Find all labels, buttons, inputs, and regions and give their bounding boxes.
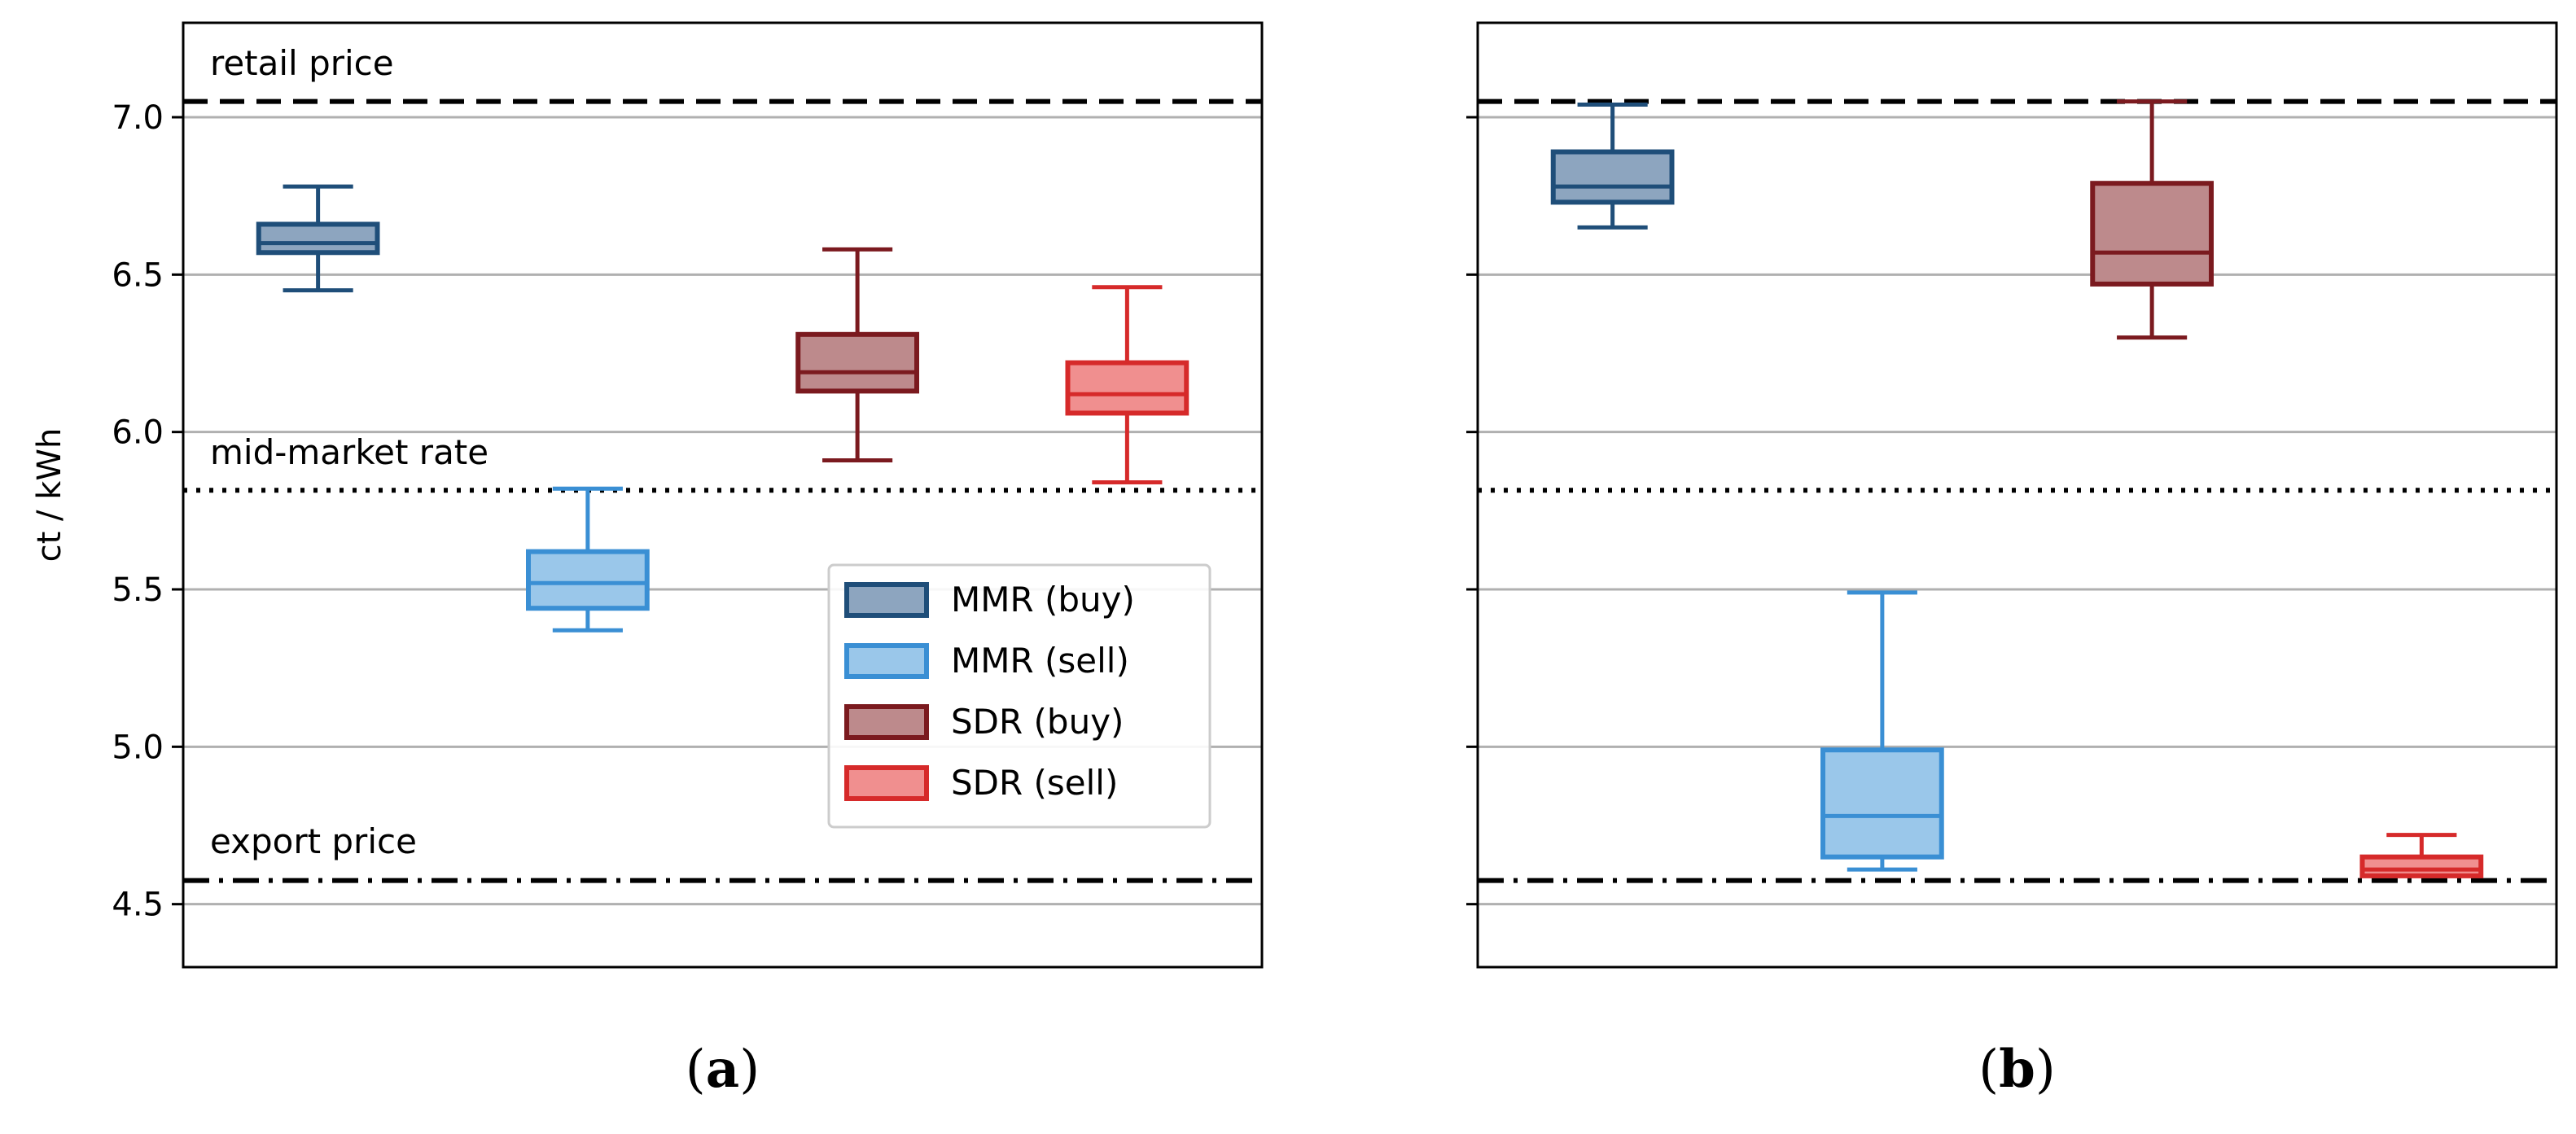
box-2 xyxy=(526,486,650,633)
y-tick-label: 6.0 xyxy=(112,414,164,452)
box-body xyxy=(1550,149,1675,205)
legend-swatch xyxy=(844,643,929,679)
legend-swatch xyxy=(844,765,929,801)
y-axis-label: ct / kWh xyxy=(31,428,68,563)
box-4 xyxy=(2359,833,2484,878)
panel-caption: (a) xyxy=(686,1039,760,1100)
box-body xyxy=(2359,854,2484,878)
legend-swatch xyxy=(844,704,929,740)
box-body xyxy=(1820,747,1944,860)
y-tick-label: 4.5 xyxy=(112,887,164,924)
box-3 xyxy=(2090,99,2214,340)
ref-line-label: export price xyxy=(210,821,417,861)
ref-line-label: retail price xyxy=(210,43,394,83)
legend-label: SDR (buy) xyxy=(951,702,1124,742)
box-4 xyxy=(1065,285,1189,485)
box-1 xyxy=(1550,103,1675,230)
legend-label: MMR (buy) xyxy=(951,580,1135,620)
legend-label: MMR (sell) xyxy=(951,641,1129,681)
y-tick-label: 6.5 xyxy=(112,256,164,294)
panel-a xyxy=(172,21,1264,969)
box-body xyxy=(256,221,380,256)
ref-line-label: mid-market rate xyxy=(210,432,488,472)
legend-label: SDR (sell) xyxy=(951,763,1118,803)
panel-caption: (b) xyxy=(1978,1039,2056,1100)
axes-frame xyxy=(1476,21,2558,969)
legend-box xyxy=(827,563,1211,829)
box-body xyxy=(2090,181,2214,287)
panel-b xyxy=(1466,21,2558,969)
box-body xyxy=(526,549,650,611)
y-tick-label: 5.5 xyxy=(112,571,164,609)
axes-frame xyxy=(182,21,1264,969)
box-body xyxy=(1065,360,1189,416)
box-body xyxy=(795,331,919,394)
y-tick-label: 5.0 xyxy=(112,729,164,766)
box-3 xyxy=(795,247,919,462)
y-tick-label: 7.0 xyxy=(112,99,164,137)
box-1 xyxy=(256,184,380,293)
box-2 xyxy=(1820,590,1944,872)
legend-swatch xyxy=(844,582,929,618)
